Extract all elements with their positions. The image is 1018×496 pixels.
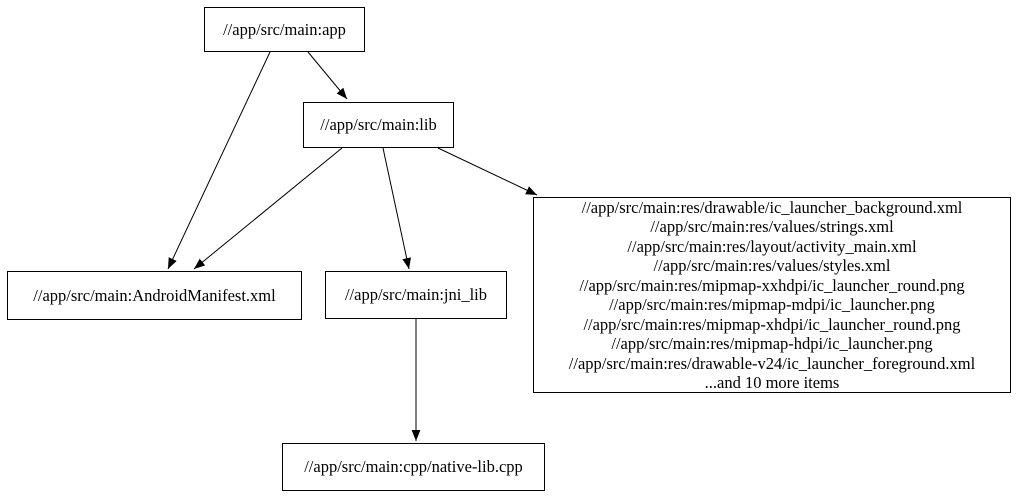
node-app: //app/src/main:app: [204, 7, 365, 52]
edge-app-to-lib: [307, 51, 348, 100]
node-android-manifest: //app/src/main:AndroidManifest.xml: [7, 271, 302, 320]
node-res-file-group: //app/src/main:res/drawable/ic_launcher_…: [533, 197, 1011, 393]
res-file-line: //app/src/main:res/values/styles.xml: [653, 256, 891, 275]
node-native-lib-cpp: //app/src/main:cpp/native-lib.cpp: [282, 443, 545, 491]
node-lib: //app/src/main:lib: [303, 102, 454, 148]
node-jni-lib-label: //app/src/main:jni_lib: [344, 285, 488, 305]
res-file-line: //app/src/main:res/values/strings.xml: [650, 217, 894, 236]
node-android-manifest-label: //app/src/main:AndroidManifest.xml: [33, 285, 276, 305]
node-jni-lib: //app/src/main:jni_lib: [325, 271, 507, 319]
res-more-items-line: ...and 10 more items: [704, 373, 840, 392]
node-app-label: //app/src/main:app: [223, 19, 346, 39]
edge-lib-to-res: [437, 147, 538, 196]
res-file-line: //app/src/main:res/mipmap-xhdpi/ic_launc…: [583, 314, 961, 334]
res-file-line: //app/src/main:res/mipmap-mdpi/ic_launch…: [609, 295, 935, 314]
res-file-line: //app/src/main:res/drawable-v24/ic_launc…: [568, 353, 976, 373]
res-file-line: //app/src/main:res/layout/activity_main.…: [627, 236, 917, 256]
node-native-lib-cpp-label: //app/src/main:cpp/native-lib.cpp: [304, 457, 523, 477]
res-file-line: //app/src/main:res/mipmap-xxhdpi/ic_laun…: [579, 275, 965, 295]
res-file-line: //app/src/main:res/drawable/ic_launcher_…: [581, 197, 963, 217]
edge-lib-to-jni-lib: [382, 147, 411, 270]
res-file-line: //app/src/main:res/mipmap-hdpi/ic_launch…: [611, 334, 933, 353]
edge-app-to-manifest: [167, 51, 271, 270]
node-lib-label: //app/src/main:lib: [320, 115, 437, 135]
edge-lib-to-manifest: [193, 147, 343, 270]
